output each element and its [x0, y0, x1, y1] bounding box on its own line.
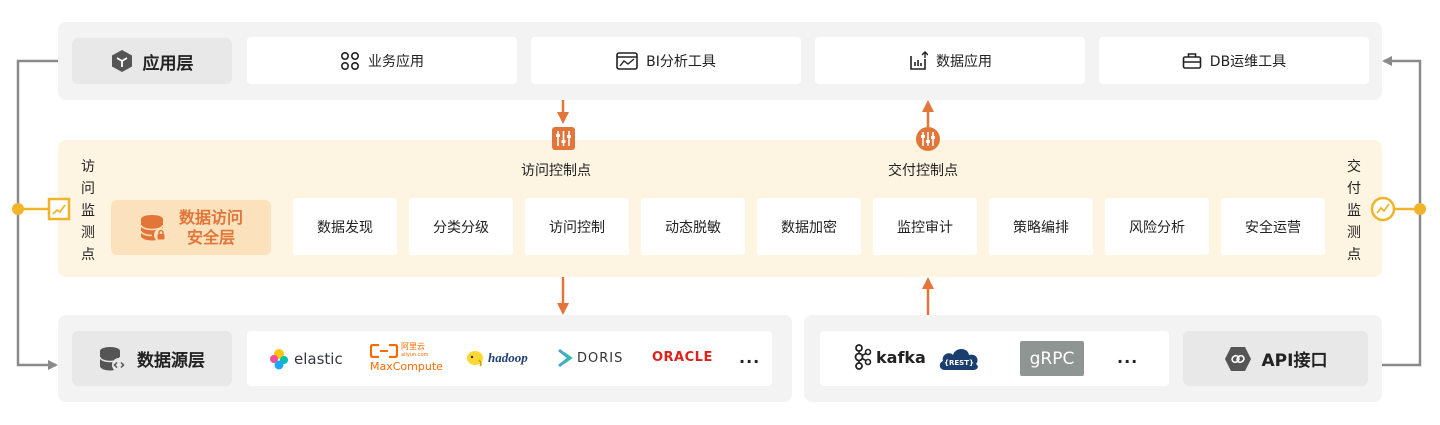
api-link-icon: [1224, 346, 1251, 371]
doris-icon: [558, 348, 573, 368]
application-layer-tag: 应用层: [72, 38, 232, 84]
left-monitor-icon: [47, 197, 71, 221]
app-item-business: 业务应用: [247, 37, 517, 84]
hadoop-elephant-icon: [467, 351, 483, 367]
toolbox-icon: [1182, 52, 1202, 69]
elastic-logo: elastic: [268, 348, 343, 370]
data-source-layer-title: 数据源层: [137, 351, 205, 371]
aliyun-text-en: aliyun.com: [401, 352, 429, 358]
right-monitor-dot: [1414, 203, 1426, 215]
access-control-point-label: 访问控制点: [521, 163, 591, 179]
more-apis: ...: [1117, 348, 1139, 367]
database-code-icon: [99, 346, 126, 372]
delivery-control-icon: [916, 127, 940, 151]
access-monitor-point-label: 访问监测点: [81, 159, 95, 263]
security-layer-title: 数据访问 安全层: [178, 207, 243, 247]
control-item: 风险分析: [1105, 198, 1209, 255]
kafka-icon: [854, 344, 872, 370]
data-source-logos: [247, 331, 772, 386]
chart-upload-icon: [910, 50, 928, 70]
control-item: 数据发现: [293, 198, 397, 255]
maxcompute-text: MaxCompute: [370, 360, 443, 373]
control-item: 分类分级: [409, 198, 513, 255]
bi-report-icon: [616, 51, 638, 70]
oracle-logo: ORACLE: [652, 350, 713, 365]
control-item: 动态脱敏: [641, 198, 745, 255]
control-item: 访问控制: [525, 198, 629, 255]
security-layer-tag: 数据访问 安全层: [111, 200, 271, 255]
app-item-bi: BI分析工具: [531, 37, 801, 84]
elastic-icon: [270, 349, 288, 370]
database-lock-icon: [140, 214, 168, 242]
app-item-data-app: 数据应用: [815, 37, 1085, 84]
aliyun-text-cn: 阿里云: [401, 342, 425, 351]
grpc-logo: gRPC: [1020, 341, 1084, 376]
more-sources: ...: [739, 348, 761, 367]
delivery-monitor-point-label: 交付监测点: [1347, 159, 1361, 263]
elastic-text: elastic: [294, 350, 343, 368]
kafka-text: kafka: [876, 347, 926, 367]
hadoop-text: hadoop: [488, 350, 528, 365]
hexagon-box-icon: [111, 50, 132, 72]
rest-cloud-icon: [939, 349, 978, 370]
app-item-label: DB运维工具: [1209, 53, 1287, 70]
application-layer-title: 应用层: [142, 53, 194, 74]
aliyun-maxcompute-logo: 阿里云 aliyun.com MaxCompute: [370, 343, 443, 373]
aliyun-icon: [370, 344, 398, 358]
doris-text: DORIS: [577, 350, 624, 366]
app-item-label: BI分析工具: [646, 53, 716, 70]
delivery-control-point-label: 交付控制点: [888, 163, 958, 179]
rest-logo: {REST}: [937, 344, 981, 372]
kafka-logo: kafka: [852, 344, 926, 370]
api-layer-tag: API接口: [1183, 331, 1368, 386]
data-source-layer-tag: 数据源层: [72, 331, 232, 386]
control-item: 数据加密: [757, 198, 861, 255]
oracle-text: ORACLE: [652, 350, 713, 365]
left-monitor-dot: [12, 203, 24, 215]
access-control-icon: [552, 127, 575, 150]
control-item: 策略编排: [989, 198, 1093, 255]
doris-logo: DORIS: [557, 348, 623, 368]
app-item-label: 业务应用: [368, 53, 424, 70]
api-source-logos: [820, 331, 1169, 386]
rest-text: {REST}: [944, 358, 974, 367]
control-item: 安全运营: [1221, 198, 1325, 255]
control-item: 监控审计: [873, 198, 977, 255]
app-item-label: 数据应用: [936, 53, 992, 70]
grpc-text: gRPC: [1029, 348, 1075, 369]
apps-grid-icon: [340, 51, 360, 70]
right-monitor-icon: [1370, 196, 1396, 222]
app-item-db-ops: DB运维工具: [1099, 37, 1369, 84]
hadoop-logo: hadoop: [466, 349, 528, 367]
api-layer-title: API接口: [1261, 351, 1328, 371]
